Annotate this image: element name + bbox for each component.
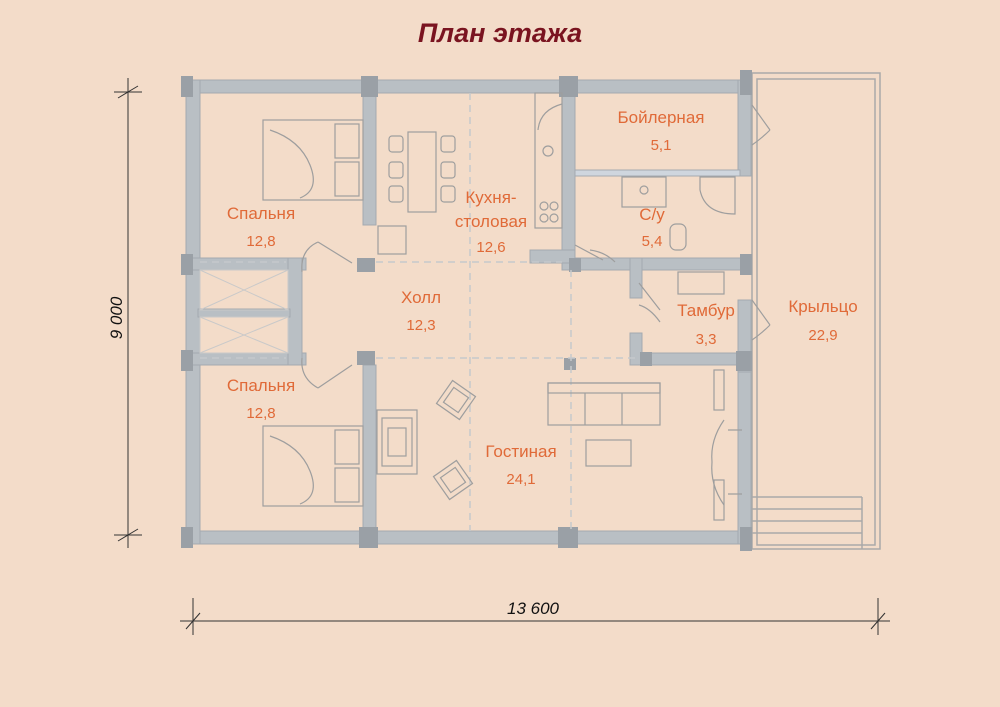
interior-walls	[185, 79, 751, 545]
porch-outline	[751, 72, 881, 550]
dimension-width: 13 600	[507, 599, 560, 618]
dimension-height: 9 000	[107, 296, 126, 339]
room-area: 12,6	[476, 239, 505, 256]
room-area: 12,3	[406, 317, 435, 334]
room-label: Крыльцо	[788, 297, 857, 316]
room-label: Спальня	[227, 204, 295, 223]
room-area: 5,4	[642, 233, 663, 250]
zone-lines	[200, 93, 638, 531]
room-area: 5,1	[651, 137, 672, 154]
room-area: 12,8	[246, 405, 275, 422]
wardrobe-marks	[199, 269, 289, 354]
room-label: Спальня	[227, 376, 295, 395]
room-bedroom-bottom: Спальня 12,8	[227, 376, 295, 422]
furniture	[262, 92, 736, 521]
room-kitchen: Кухня- столовая 12,6	[455, 188, 527, 256]
room-boiler: Бойлерная 5,1	[618, 108, 705, 154]
room-bathroom: С/у 5,4	[639, 205, 665, 250]
room-living: Гостиная 24,1	[485, 442, 556, 488]
room-label: Холл	[401, 288, 441, 307]
room-label: столовая	[455, 212, 527, 231]
wall-posts	[181, 70, 752, 551]
room-label: С/у	[639, 205, 665, 224]
room-vestibule: Тамбур 3,3	[677, 301, 735, 348]
room-area: 22,9	[808, 327, 837, 344]
room-area: 12,8	[246, 233, 275, 250]
room-porch: Крыльцо 22,9	[788, 297, 857, 344]
room-label: Гостиная	[485, 442, 556, 461]
room-bedroom-top: Спальня 12,8	[227, 204, 295, 250]
room-label: Бойлерная	[618, 108, 705, 127]
room-area: 3,3	[696, 331, 717, 348]
room-label: Тамбур	[677, 301, 735, 320]
page-title: План этажа	[417, 18, 583, 48]
doors	[301, 104, 771, 506]
room-label: Кухня-	[465, 188, 516, 207]
dimension-lines	[114, 78, 890, 635]
room-area: 24,1	[506, 471, 535, 488]
room-hall: Холл 12,3	[401, 288, 441, 334]
